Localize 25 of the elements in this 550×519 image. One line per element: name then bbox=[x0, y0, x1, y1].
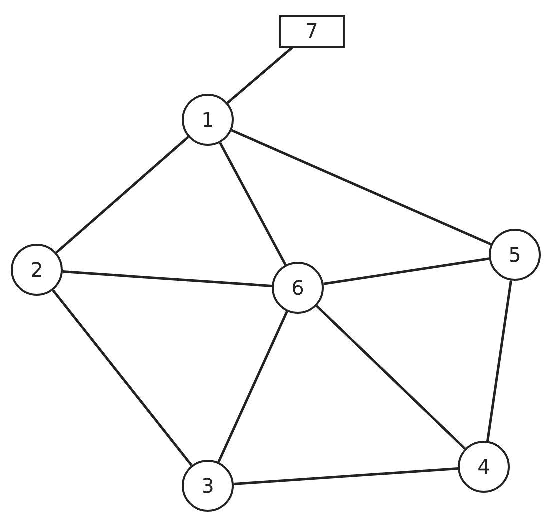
connector-line bbox=[219, 142, 287, 266]
connector-line bbox=[56, 136, 190, 254]
node-box bbox=[279, 14, 345, 48]
connector-line bbox=[231, 129, 492, 246]
node-label: 6 bbox=[292, 276, 304, 300]
connector-line bbox=[324, 258, 490, 286]
node-circle bbox=[182, 94, 234, 146]
node-circle bbox=[272, 262, 324, 314]
connector-line bbox=[226, 46, 294, 104]
connector-line bbox=[52, 290, 193, 466]
connector-line bbox=[218, 311, 288, 463]
node-circle bbox=[458, 441, 510, 493]
node-circle bbox=[182, 460, 234, 512]
node-label: 4 bbox=[478, 455, 490, 479]
connector-line bbox=[234, 468, 458, 486]
connector-line bbox=[62, 270, 272, 288]
connector-line bbox=[316, 305, 466, 450]
node-label: 5 bbox=[508, 243, 522, 267]
node-circle bbox=[489, 229, 541, 281]
node-label: 7 bbox=[306, 19, 318, 43]
node-label: 1 bbox=[202, 108, 214, 132]
node-label: 3 bbox=[202, 474, 214, 498]
node-label: 2 bbox=[30, 258, 44, 282]
connector-line bbox=[486, 280, 512, 442]
node-circle bbox=[11, 244, 63, 296]
